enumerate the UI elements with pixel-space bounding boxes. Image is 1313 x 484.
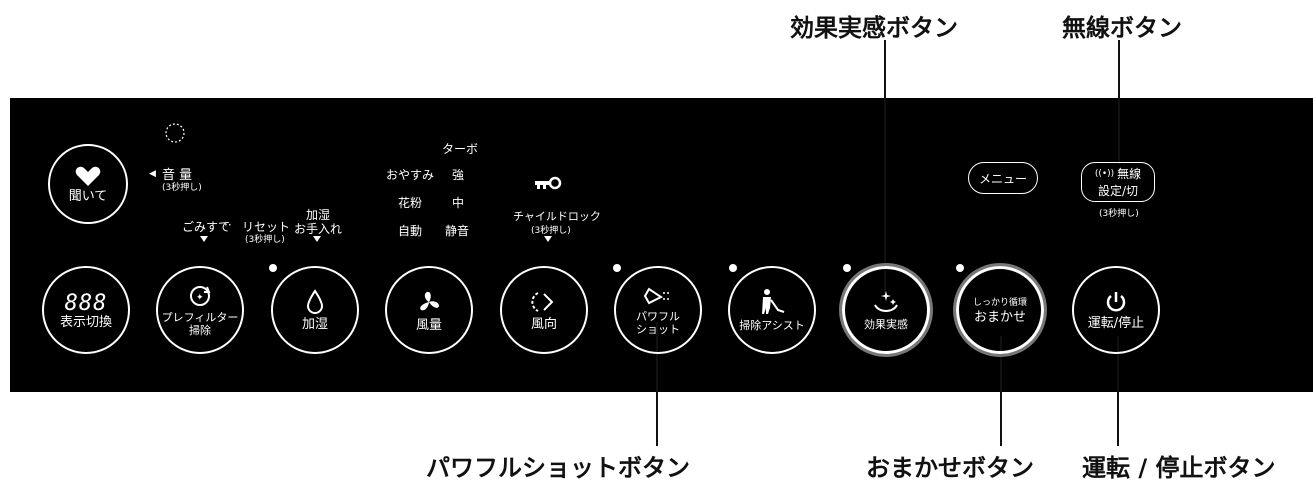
menu-button[interactable]: メニュー — [968, 162, 1038, 194]
airflow-label: 風量 — [415, 317, 442, 333]
volume-label: 音 量 — [162, 168, 193, 183]
powershot-icon — [643, 287, 671, 304]
indicator-dot-omakase — [956, 264, 964, 272]
reset-label: リセット — [242, 220, 291, 234]
direction-icon — [531, 291, 554, 312]
direction-label: 風向 — [530, 316, 557, 332]
mode-mid: 中 — [452, 196, 465, 210]
listen-button[interactable]: 聞いて — [48, 144, 128, 224]
callout-powershot: パワフルショットボタン — [426, 454, 690, 482]
volume-sub: (3秒押し) — [162, 183, 202, 193]
sparkle-icon — [874, 291, 898, 312]
cleaning-assist-button[interactable]: 掃除アシスト — [728, 266, 816, 354]
dust-label: ごみすて — [182, 220, 231, 234]
wireless-button[interactable]: ((•)) 無線 設定/切 — [1081, 162, 1155, 202]
powershot-label1: パワフル — [636, 309, 680, 323]
mode-auto: 自動 — [398, 224, 423, 238]
humid-care-label: 加湿 — [306, 208, 331, 222]
indicator-dot-humidify — [269, 264, 277, 272]
listen-label: 聞いて — [68, 188, 108, 204]
callout-effect: 効果実感ボタン — [790, 14, 958, 42]
mode-sleep: おやすみ — [386, 168, 435, 182]
menu-label: メニュー — [978, 171, 1027, 186]
powershot-button[interactable]: パワフル ショット — [614, 266, 702, 354]
indicator-dot-effect — [843, 264, 851, 272]
powershot-label2: ショット — [636, 322, 680, 336]
cleaning-assist-label: 掃除アシスト — [739, 319, 805, 332]
key-icon — [535, 176, 562, 190]
volume-arrow: ◀ — [149, 169, 156, 179]
display-digits: 888 — [64, 290, 108, 316]
power-label: 運転/停止 — [1087, 315, 1145, 331]
airflow-button[interactable]: 風量 — [385, 266, 473, 354]
dust-dots: ·· — [224, 218, 232, 232]
callout-power: 運転 / 停止ボタン — [1082, 454, 1276, 482]
omakase-button[interactable]: しっかり循環 おまかせ — [956, 266, 1044, 354]
power-button[interactable]: 運転/停止 — [1072, 266, 1160, 354]
prefilter-clean-button[interactable]: ✦ プレフィルター 掃除 — [156, 266, 244, 354]
reset-sub: (3秒押し) — [245, 235, 285, 245]
water-drop-icon — [306, 288, 324, 314]
humidify-label: 加湿 — [301, 316, 328, 332]
sensor-icon — [165, 123, 185, 143]
omakase-top-label: しっかり循環 — [972, 298, 1027, 308]
indicator-dot-powershot — [613, 264, 621, 272]
mode-strong: 強 — [452, 168, 465, 182]
cleaning-person-icon — [762, 289, 785, 314]
prefilter-label2: 掃除 — [189, 323, 211, 337]
humid-care-label2: お手入れ — [294, 222, 343, 236]
omakase-label: おまかせ — [973, 310, 1026, 325]
dust-arrow — [200, 236, 208, 242]
indicator-dot-cleaning — [729, 264, 737, 272]
callout-omakase: おまかせボタン — [866, 454, 1034, 482]
wireless-label2: 設定/切 — [1097, 184, 1139, 198]
callout-wireless: 無線ボタン — [1062, 14, 1182, 42]
leader-line-wireless — [1118, 40, 1120, 164]
leader-line-power — [1117, 336, 1119, 446]
fan-icon — [420, 291, 439, 310]
leader-line-omakase — [1000, 336, 1002, 446]
wireless-sub: (3秒押し) — [1099, 209, 1139, 219]
wireless-icon: ((•)) — [1094, 168, 1115, 179]
humid-care-arrow — [313, 236, 321, 242]
leader-line-powershot — [656, 322, 658, 446]
mode-pollen: 花粉 — [398, 196, 423, 210]
prefilter-label1: プレフィルター — [161, 310, 239, 324]
power-icon — [1106, 291, 1126, 311]
child-lock-sub: (3秒押し) — [531, 226, 571, 236]
effect-label: 効果実感 — [864, 318, 908, 331]
leader-line-effect — [884, 40, 886, 298]
prefilter-icon: ✦ — [190, 285, 211, 306]
display-switch-button[interactable]: 888 表示切換 — [42, 266, 130, 354]
mode-turbo: ターボ — [442, 142, 479, 156]
wireless-label: 無線 — [1117, 167, 1142, 181]
effect-button[interactable]: 効果実感 — [842, 266, 930, 354]
mode-quiet: 静音 — [445, 224, 470, 238]
heart-icon — [75, 166, 101, 186]
child-lock-arrow — [544, 236, 552, 242]
svg-text:✦: ✦ — [196, 293, 204, 303]
direction-button[interactable]: 風向 — [500, 266, 588, 354]
child-lock-label: チャイルドロック — [513, 210, 601, 223]
display-switch-label: 表示切換 — [59, 314, 112, 330]
humidify-button[interactable]: 加湿 — [271, 266, 359, 354]
